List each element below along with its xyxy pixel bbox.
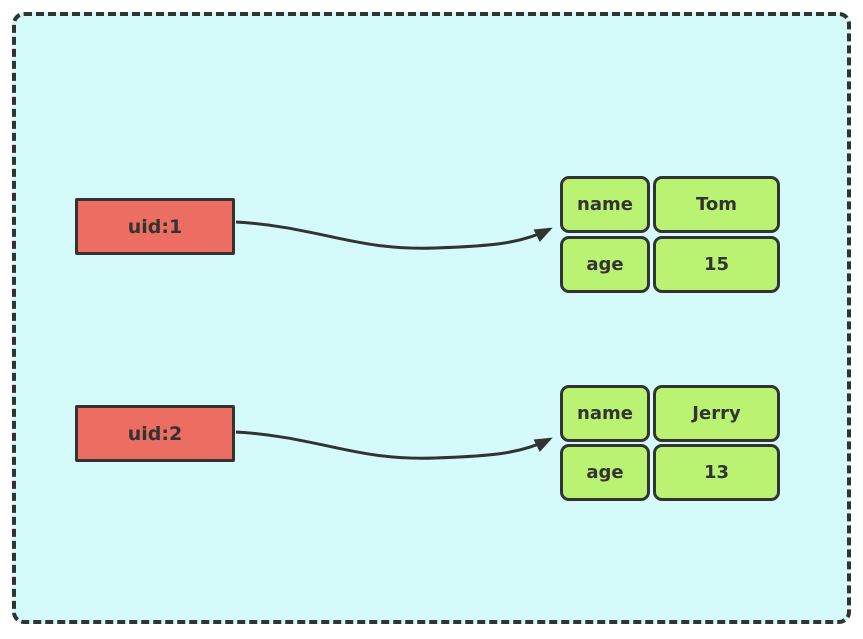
field-name-label: age xyxy=(586,254,624,275)
key-label: uid:1 xyxy=(127,215,183,238)
field-value-cell: Jerry xyxy=(653,385,780,442)
key-label: uid:2 xyxy=(127,422,183,445)
field-value-cell: Tom xyxy=(653,176,780,233)
field-value-label: 13 xyxy=(703,462,730,483)
field-name-label: age xyxy=(586,462,624,483)
field-value-label: Jerry xyxy=(692,403,741,424)
dashed-boundary xyxy=(12,12,851,624)
field-name-cell: age xyxy=(560,444,650,501)
field-name-label: name xyxy=(577,403,633,424)
field-value-cell: 13 xyxy=(653,444,780,501)
field-name-label: name xyxy=(577,194,633,215)
key-node-uid1: uid:1 xyxy=(75,198,235,255)
field-name-cell: age xyxy=(560,236,650,293)
field-name-cell: name xyxy=(560,385,650,442)
field-value-cell: 15 xyxy=(653,236,780,293)
field-name-cell: name xyxy=(560,176,650,233)
field-value-label: Tom xyxy=(695,194,737,215)
field-value-label: 15 xyxy=(703,254,730,275)
key-node-uid2: uid:2 xyxy=(75,405,235,462)
